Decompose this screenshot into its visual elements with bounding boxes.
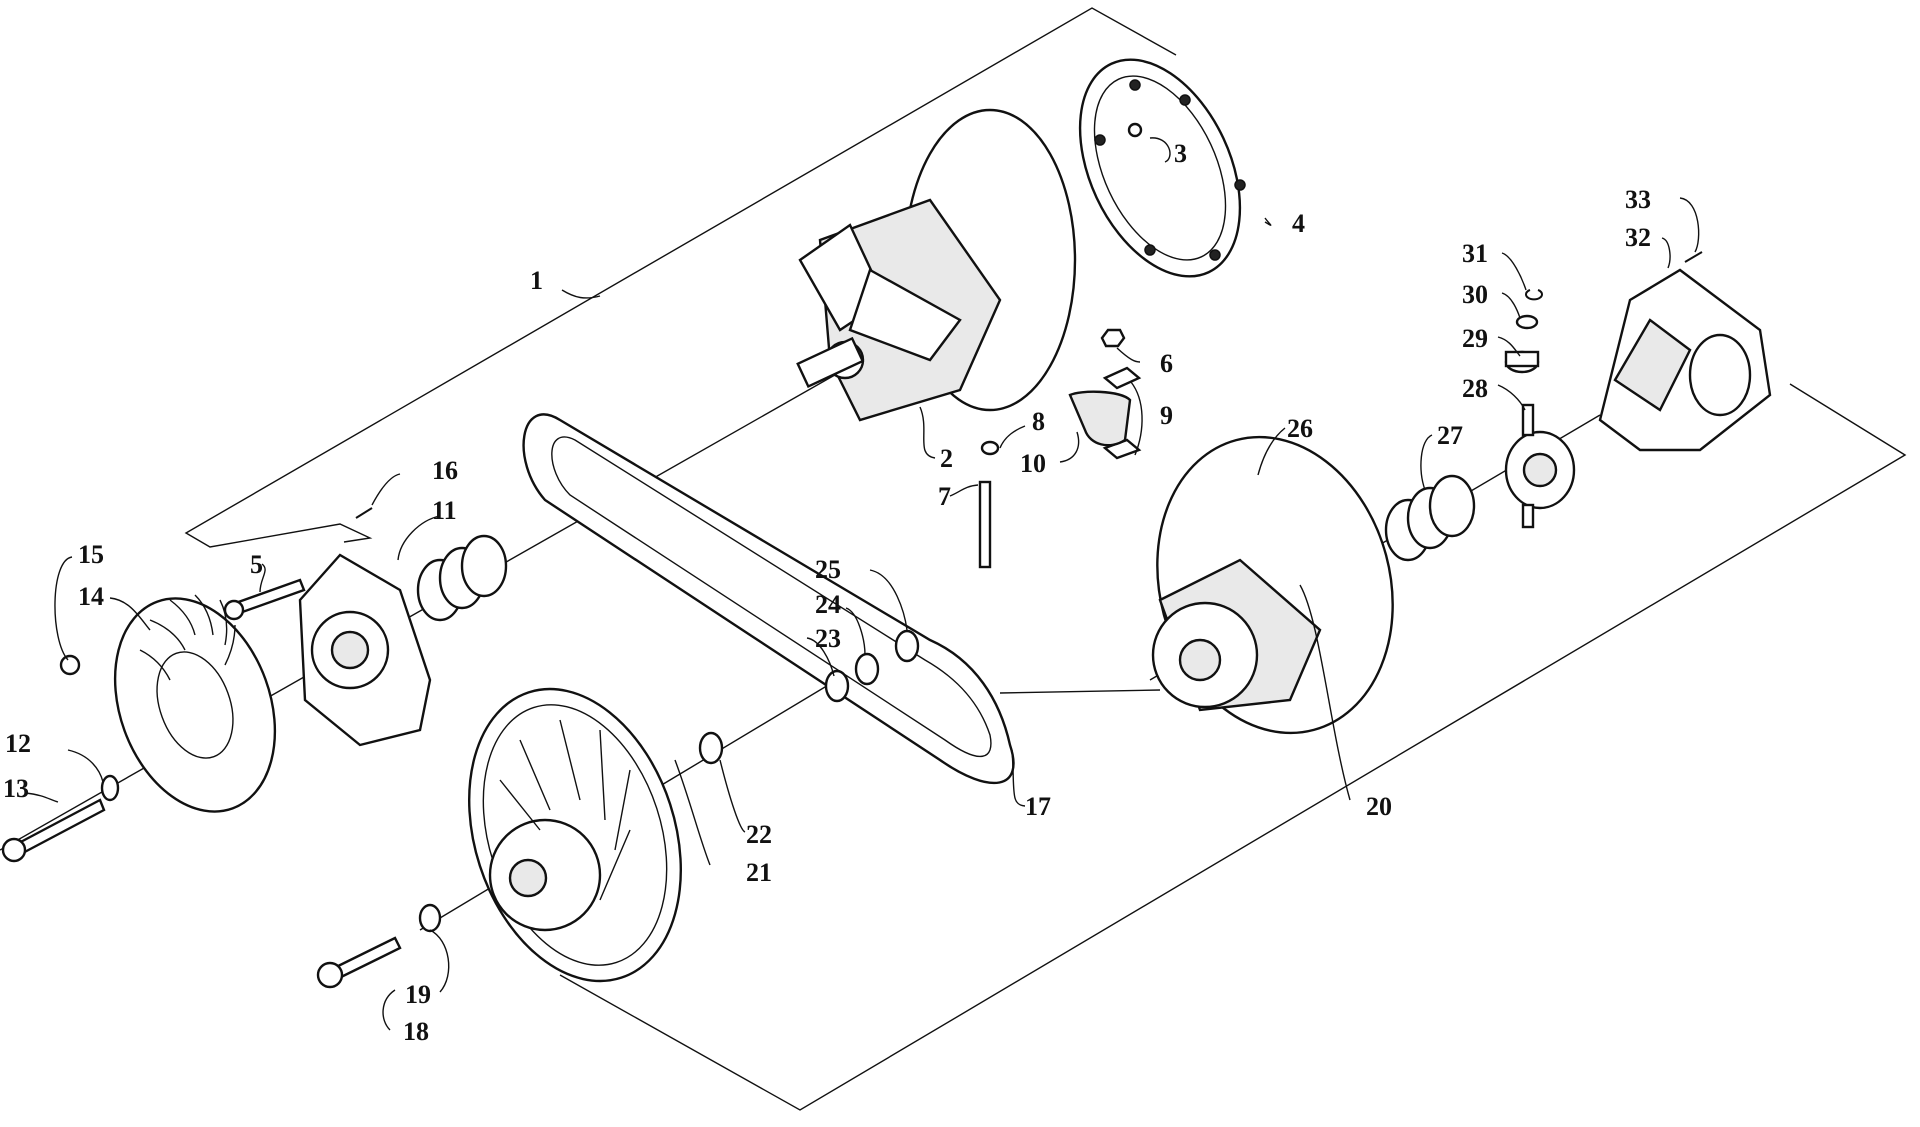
- nut-15: [59, 654, 81, 676]
- bolt-18: [316, 936, 402, 989]
- screw-16: [355, 507, 373, 519]
- washer-12: [100, 774, 120, 802]
- callout-6: 6: [1160, 349, 1173, 378]
- washer-8: [980, 440, 1000, 456]
- group-1-outline: [184, 7, 1177, 548]
- pin-7: [978, 480, 992, 569]
- callout-12: 12: [5, 729, 31, 758]
- cover-plate: [1078, 58, 1246, 278]
- callout-33: 33: [1625, 185, 1651, 214]
- callout-11: 11: [432, 496, 457, 525]
- callout-23: 23: [815, 624, 841, 653]
- fixed-sheave: [467, 687, 683, 983]
- callout-25: 25: [815, 555, 841, 584]
- washer-22: [698, 731, 724, 765]
- callout-15: 15: [78, 540, 104, 569]
- callout-19: 19: [405, 980, 431, 1009]
- callout-4: 4: [1292, 209, 1305, 238]
- callout-14: 14: [78, 582, 104, 611]
- callout-16: 16: [432, 456, 458, 485]
- washer-24: [854, 652, 880, 686]
- weight-10: [1068, 390, 1132, 447]
- callout-1: 1: [530, 266, 543, 295]
- clip-31: [1525, 289, 1543, 301]
- callout-26: 26: [1287, 414, 1313, 443]
- spring-27: [1384, 474, 1476, 562]
- fan-sheave: [113, 594, 277, 813]
- screw-3: [1127, 122, 1143, 138]
- spring-11: [416, 534, 508, 622]
- callout-30: 30: [1462, 280, 1488, 309]
- leader-lines: [24, 137, 1700, 1031]
- callout-8: 8: [1032, 407, 1045, 436]
- driven-cover: [1598, 268, 1772, 452]
- callout-21: 21: [746, 858, 772, 887]
- washer-30: [1515, 314, 1539, 330]
- nut-6: [1100, 328, 1126, 348]
- callout-27: 27: [1437, 421, 1463, 450]
- group-20-outline: [559, 383, 1907, 1111]
- washer-19: [418, 903, 442, 933]
- callout-17: 17: [1025, 792, 1051, 821]
- callout-9: 9: [1160, 401, 1173, 430]
- bracket-9: [1102, 366, 1142, 460]
- roller-29: [1504, 350, 1540, 374]
- spider-hub: [298, 553, 432, 747]
- drive-clutch-housing: [796, 108, 1077, 422]
- callout-24: 24: [815, 590, 841, 619]
- callout-labels: 1 2 3 4 5 6 7 8 9 10 11 12 13 14 15 16 1…: [3, 139, 1651, 1046]
- callout-3: 3: [1174, 139, 1187, 168]
- callout-2: 2: [940, 444, 953, 473]
- bolt-5: [223, 578, 306, 621]
- callout-22: 22: [746, 820, 772, 849]
- callout-13: 13: [3, 774, 29, 803]
- drive-belt: [522, 413, 1015, 785]
- bolt-13: [1, 798, 106, 863]
- washer-23: [824, 669, 850, 703]
- group-20-link: [999, 689, 1161, 694]
- callout-28: 28: [1462, 374, 1488, 403]
- callout-20: 20: [1366, 792, 1392, 821]
- callout-5: 5: [250, 550, 263, 579]
- washer-25: [894, 629, 920, 663]
- callout-7: 7: [938, 482, 951, 511]
- callout-32: 32: [1625, 223, 1651, 252]
- callout-29: 29: [1462, 324, 1488, 353]
- callout-31: 31: [1462, 239, 1488, 268]
- callout-10: 10: [1020, 449, 1046, 478]
- driven-clutch: [1151, 435, 1394, 735]
- callout-18: 18: [403, 1017, 429, 1046]
- cam-28: [1504, 403, 1576, 529]
- screw-33: [1684, 251, 1703, 263]
